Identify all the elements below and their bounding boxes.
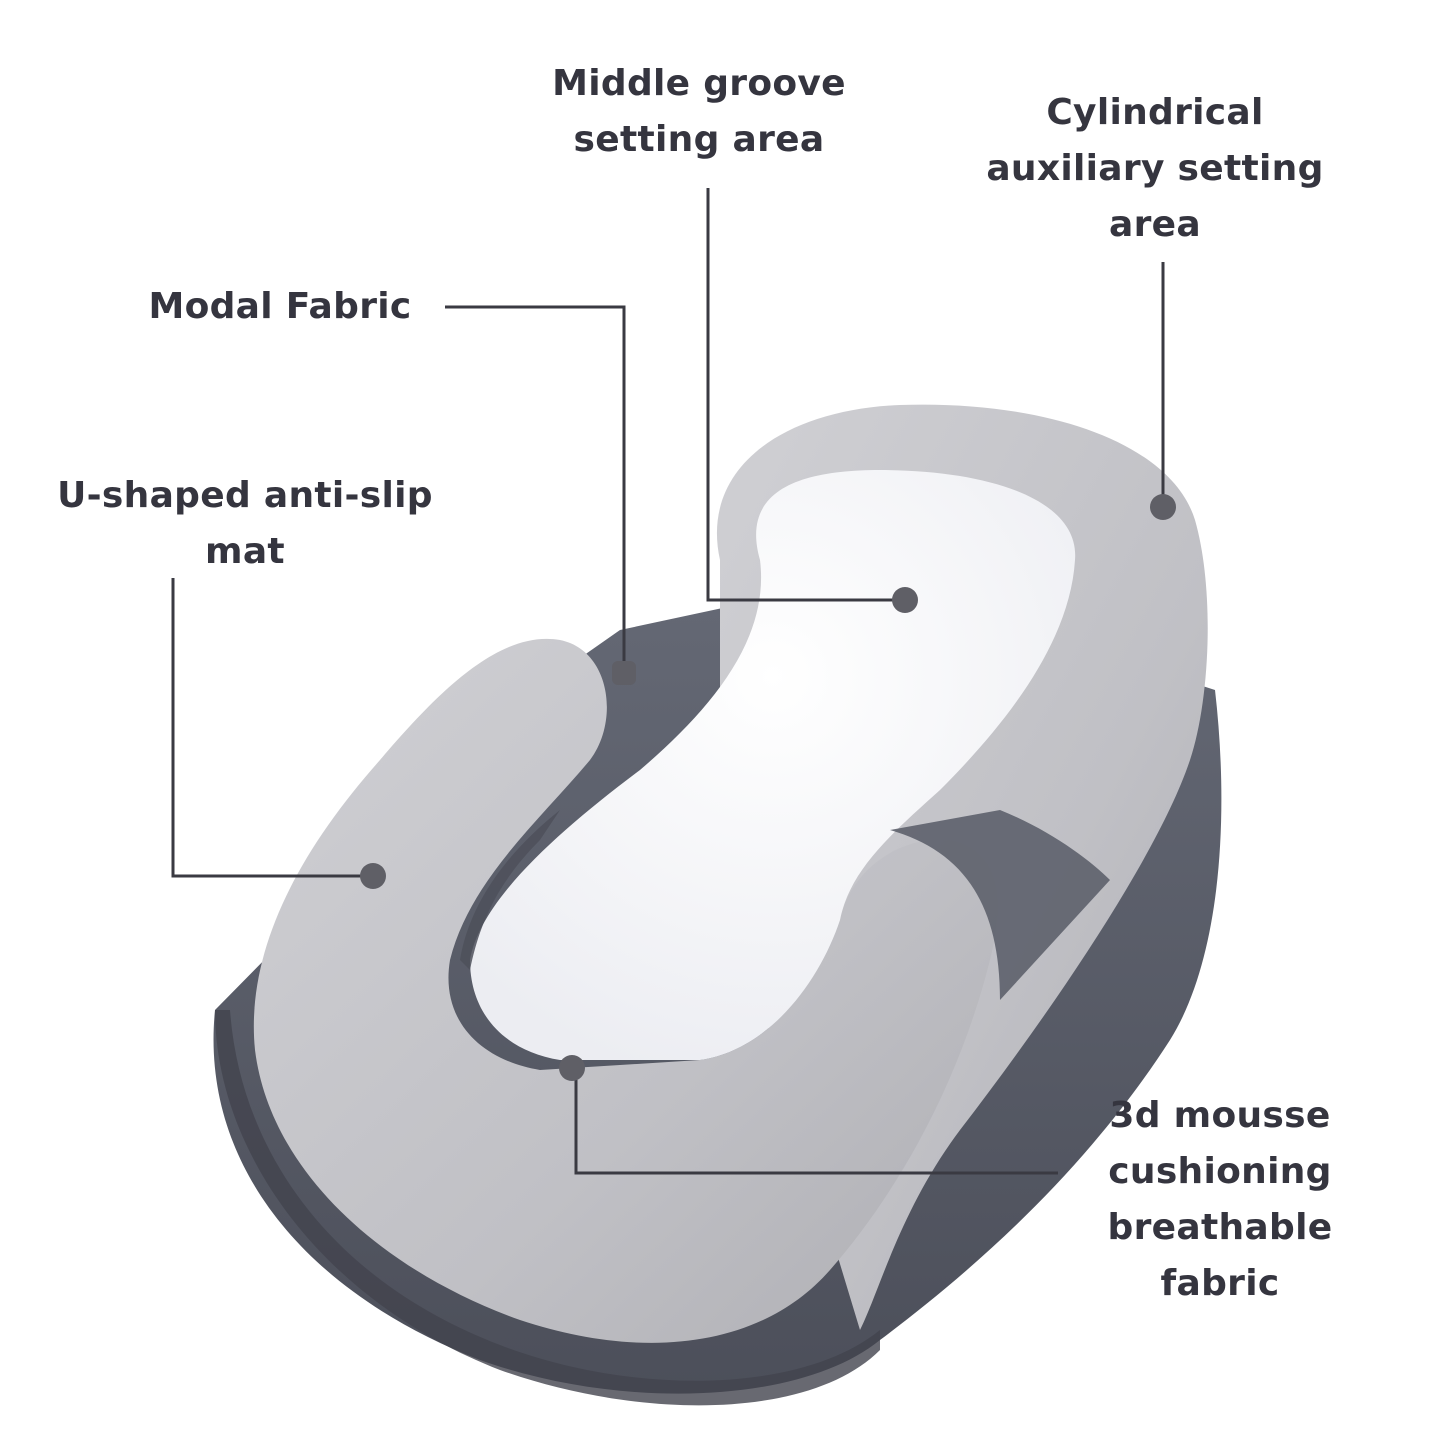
base-mat-rim bbox=[215, 1010, 880, 1406]
label-3d-mousse-line-1: 3d mousse bbox=[1109, 1095, 1331, 1136]
label-u-shaped-anti-slip: U-shaped anti-slip mat bbox=[30, 468, 460, 580]
label-3d-mousse-line-4: fabric bbox=[1160, 1263, 1280, 1304]
label-modal-fabric: Modal Fabric bbox=[130, 279, 430, 335]
label-3d-mousse-line-3: breathable bbox=[1107, 1207, 1333, 1248]
label-modal-fabric-line-1: Modal Fabric bbox=[148, 286, 412, 327]
label-middle-groove: Middle groove setting area bbox=[536, 56, 862, 168]
label-cylindrical-auxiliary: Cylindrical auxiliary setting area bbox=[970, 85, 1340, 253]
u-slot-shadow bbox=[460, 810, 560, 970]
label-cylindrical-line-3: area bbox=[1109, 204, 1201, 245]
white-groove-inner bbox=[470, 470, 1076, 1060]
label-u-shaped-line-1: U-shaped anti-slip bbox=[57, 475, 433, 516]
label-u-shaped-line-2: mat bbox=[205, 531, 285, 572]
label-middle-groove-line-2: setting area bbox=[573, 119, 825, 160]
label-middle-groove-line-1: Middle groove bbox=[552, 63, 846, 104]
label-cylindrical-line-1: Cylindrical bbox=[1046, 92, 1264, 133]
side-panel-right bbox=[890, 810, 1110, 1000]
label-cylindrical-line-2: auxiliary setting bbox=[986, 148, 1324, 189]
label-3d-mousse: 3d mousse cushioning breathable fabric bbox=[1090, 1088, 1350, 1312]
label-3d-mousse-line-2: cushioning bbox=[1108, 1151, 1332, 1192]
